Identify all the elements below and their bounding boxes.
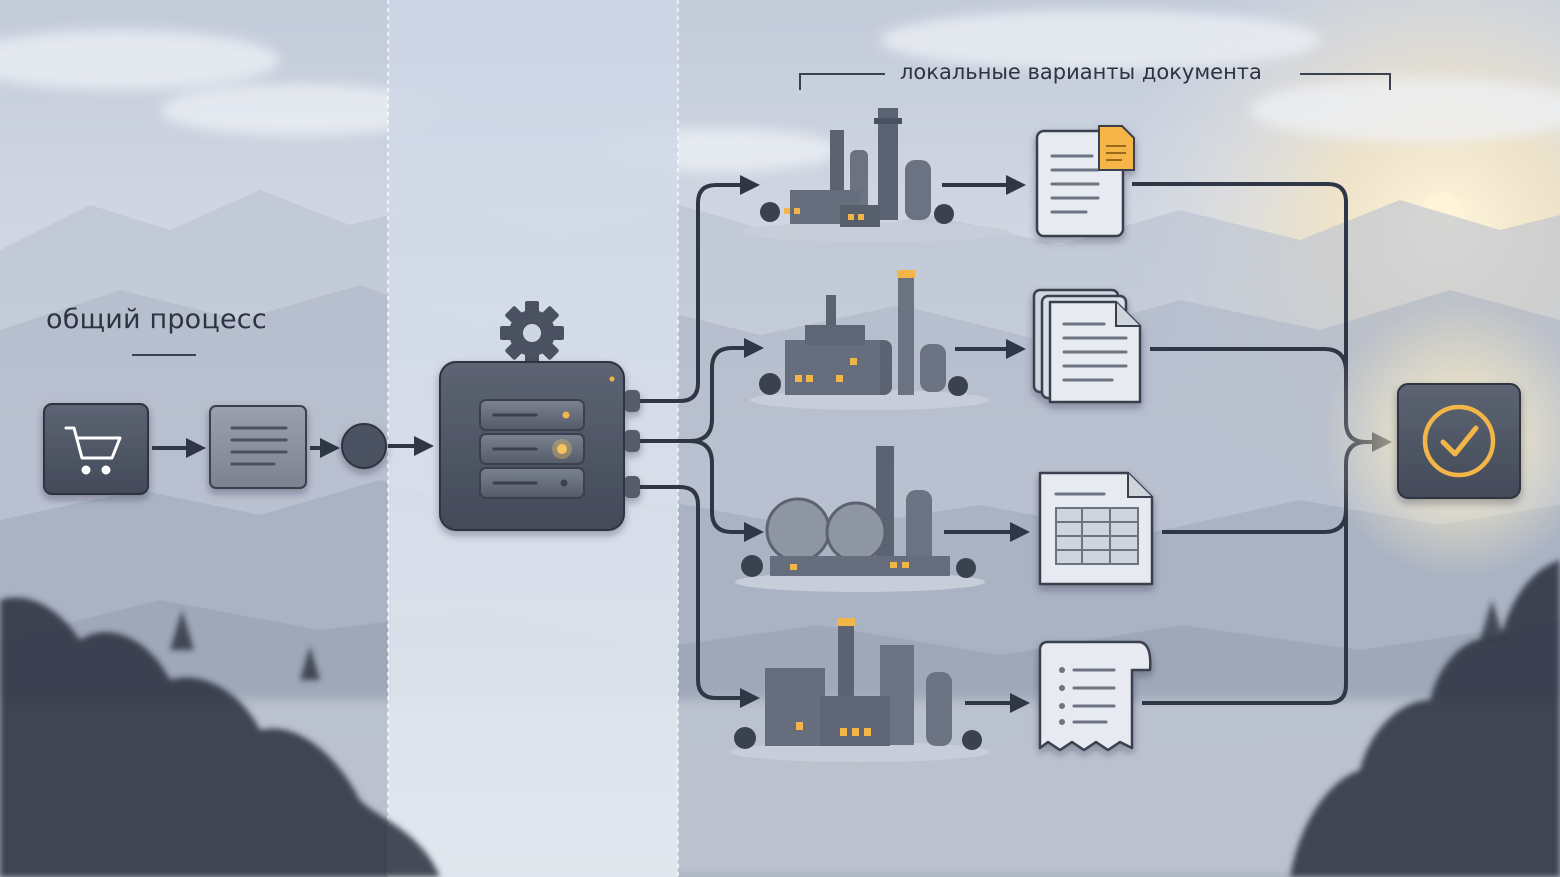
- flow-node-circle: [341, 423, 387, 469]
- top-bracket: [799, 73, 1391, 90]
- gear-icon: [500, 301, 564, 365]
- foreground-trees: [0, 560, 1560, 877]
- cart-box: [43, 403, 149, 495]
- checkmark-icon: [1422, 404, 1496, 478]
- process-doc-box: [209, 405, 307, 489]
- document-icon-4: [1038, 640, 1152, 752]
- server-connectors: [640, 175, 764, 708]
- left-section-title: общий процесс: [46, 304, 267, 335]
- server-icon: [479, 399, 585, 499]
- factory-icon-2: [750, 270, 990, 410]
- server-box: [439, 361, 640, 531]
- top-section-title: локальные варианты документа: [900, 60, 1262, 84]
- document-icon-3: [1038, 471, 1154, 586]
- success-box: [1397, 383, 1521, 499]
- factory-icon-3: [735, 446, 985, 592]
- factory-icon-1: [740, 108, 1010, 242]
- document-icon-2: [1032, 288, 1142, 404]
- shopping-cart-icon: [64, 426, 122, 475]
- document-icon-1: [1035, 125, 1135, 238]
- clouds: [0, 10, 1560, 172]
- factory-to-doc-arrows: [942, 175, 1030, 713]
- document-lines-icon: [230, 426, 288, 466]
- factory-icon-4: [730, 618, 990, 762]
